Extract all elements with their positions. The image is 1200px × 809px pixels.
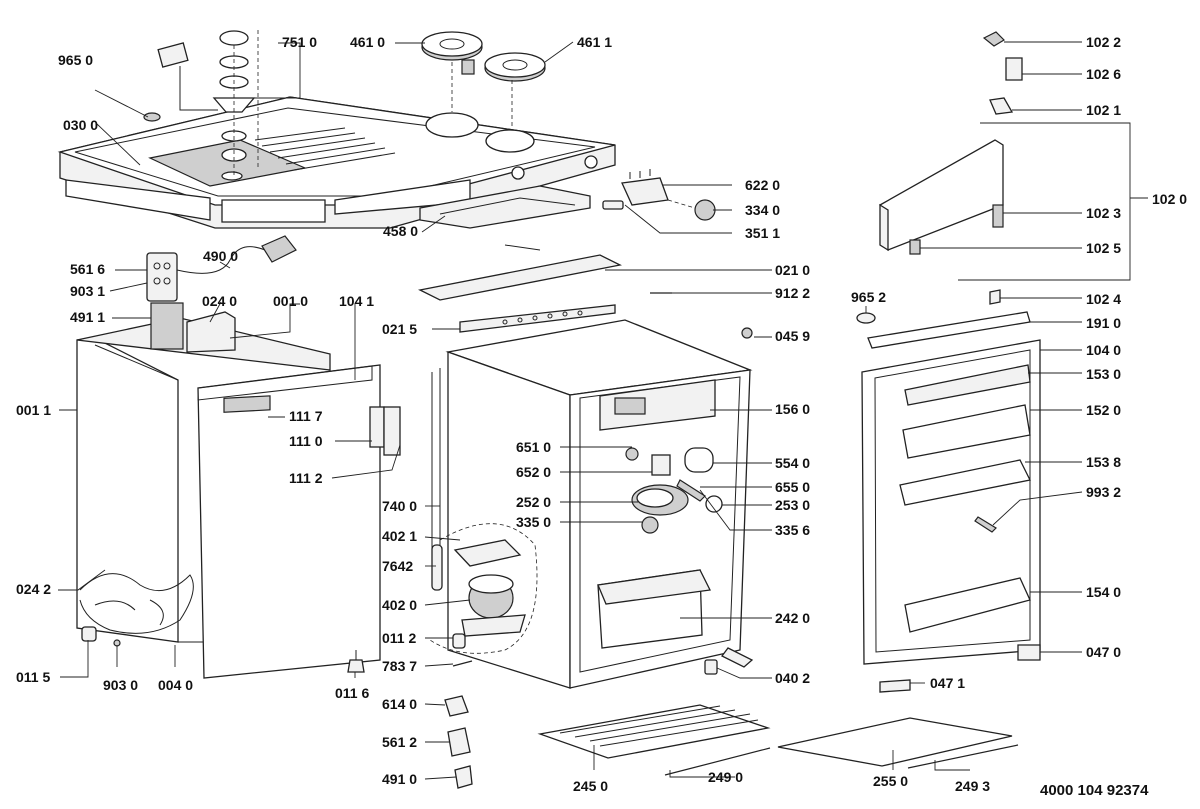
callout-242-0: 242 0 (775, 610, 810, 626)
callout-102-4: 102 4 (1086, 291, 1121, 307)
callout-491-0: 491 0 (382, 771, 417, 787)
callout-783-7: 783 7 (382, 658, 417, 674)
cabinet-assembly (76, 235, 401, 679)
callout-255-0: 255 0 (873, 773, 908, 789)
callout-024-2: 024 2 (16, 581, 51, 597)
callout-153-0: 153 0 (1086, 366, 1121, 382)
leader-lines (58, 41, 1148, 780)
worktop-assembly (57, 30, 716, 229)
callout-102-3: 102 3 (1086, 205, 1121, 221)
callout-561-6: 561 6 (70, 261, 105, 277)
callout-152-0: 152 0 (1086, 402, 1121, 418)
callout-111-0: 111 0 (289, 433, 323, 449)
callout-001-1: 001 1 (16, 402, 51, 418)
fridge-body-assembly (417, 244, 1019, 789)
fridge-door-assembly (856, 31, 1131, 693)
callout-351-1: 351 1 (745, 225, 780, 241)
callout-021-0: 021 0 (775, 262, 810, 278)
document-number: 4000 104 92374 (1040, 782, 1149, 799)
callout-102-0: 102 0 (1152, 191, 1187, 207)
callout-334-0: 334 0 (745, 202, 780, 218)
callout-335-0: 335 0 (516, 514, 551, 530)
callout-040-2: 040 2 (775, 670, 810, 686)
callout-021-5: 021 5 (382, 321, 417, 337)
callout-965-0: 965 0 (58, 52, 93, 68)
callout-614-0: 614 0 (382, 696, 417, 712)
callout-labels: 751 0 461 0 461 1 965 0 030 0 622 0 334 … (16, 34, 1187, 799)
callout-047-1: 047 1 (930, 675, 965, 691)
callout-912-2: 912 2 (775, 285, 810, 301)
callout-993-2: 993 2 (1086, 484, 1121, 500)
callout-249-0: 249 0 (708, 769, 743, 785)
callout-191-0: 191 0 (1086, 315, 1121, 331)
callout-111-2: 111 2 (289, 470, 323, 486)
callout-561-2: 561 2 (382, 734, 417, 750)
callout-011-2: 011 2 (382, 630, 416, 646)
callout-903-0: 903 0 (103, 677, 138, 693)
callout-740-0: 740 0 (382, 498, 417, 514)
callout-047-0: 047 0 (1086, 644, 1121, 660)
callout-751-0: 751 0 (282, 34, 317, 50)
callout-104-1: 104 1 (339, 293, 374, 309)
callout-402-0: 402 0 (382, 597, 417, 613)
callout-458-0: 458 0 (383, 223, 418, 239)
callout-461-0: 461 0 (350, 34, 385, 50)
callout-249-3: 249 3 (955, 778, 990, 794)
callout-335-6: 335 6 (775, 522, 810, 538)
callout-652-0: 652 0 (516, 464, 551, 480)
callout-102-5: 102 5 (1086, 240, 1121, 256)
callout-253-0: 253 0 (775, 497, 810, 513)
callout-491-1: 491 1 (70, 309, 105, 325)
callout-554-0: 554 0 (775, 455, 810, 471)
callout-903-1: 903 1 (70, 283, 105, 299)
callout-7642: 7642 (382, 558, 413, 574)
callout-655-0: 655 0 (775, 479, 810, 495)
callout-965-2: 965 2 (851, 289, 886, 305)
callout-024-0: 024 0 (202, 293, 237, 309)
callout-154-0: 154 0 (1086, 584, 1121, 600)
callout-245-0: 245 0 (573, 778, 608, 794)
callout-030-0: 030 0 (63, 117, 98, 133)
callout-045-9: 045 9 (775, 328, 810, 344)
callout-102-1: 102 1 (1086, 102, 1121, 118)
callout-011-6: 011 6 (335, 685, 369, 701)
callout-004-0: 004 0 (158, 677, 193, 693)
callout-111-7: 111 7 (289, 408, 323, 424)
callout-153-8: 153 8 (1086, 454, 1121, 470)
callout-622-0: 622 0 (745, 177, 780, 193)
callout-011-5: 011 5 (16, 669, 50, 685)
callout-252-0: 252 0 (516, 494, 551, 510)
callout-461-1: 461 1 (577, 34, 612, 50)
callout-001-0: 001 0 (273, 293, 308, 309)
callout-102-2: 102 2 (1086, 34, 1121, 50)
callout-490-0: 490 0 (203, 248, 238, 264)
callout-651-0: 651 0 (516, 439, 551, 455)
callout-402-1: 402 1 (382, 528, 417, 544)
callout-156-0: 156 0 (775, 401, 810, 417)
callout-104-0: 104 0 (1086, 342, 1121, 358)
callout-102-6: 102 6 (1086, 66, 1121, 82)
